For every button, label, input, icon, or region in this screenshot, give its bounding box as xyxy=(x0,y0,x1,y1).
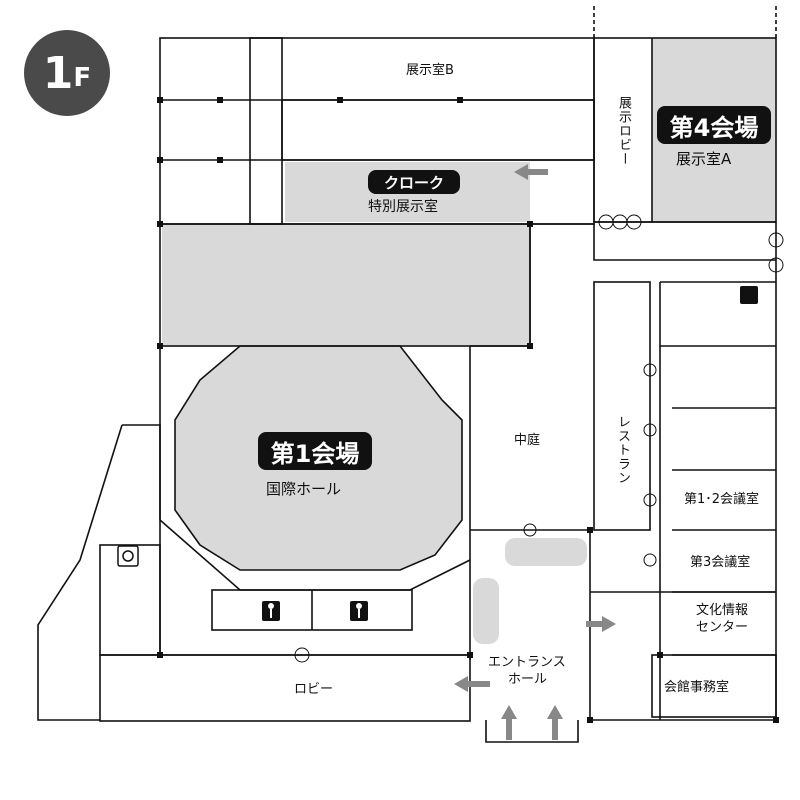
exhibit-lobby-label: 展示ロビー xyxy=(616,96,631,166)
hall4-subtitle: 展示室A xyxy=(676,150,732,168)
arrow-icon xyxy=(547,705,563,740)
hall4-title: 第4会場 xyxy=(657,106,771,144)
direction-arrows xyxy=(454,164,616,740)
conference-room-1-2-label: 第1･2会議室 xyxy=(684,492,760,507)
culture-info-center-label-line1: 文化情報 xyxy=(696,603,749,618)
walls xyxy=(37,6,777,743)
columns xyxy=(157,97,779,723)
lobby-label: ロビー xyxy=(294,682,334,697)
culture-info-center-label-line2: センター xyxy=(696,620,749,635)
floor-badge: 1 F xyxy=(24,30,110,116)
cloak-label: クローク xyxy=(368,170,460,194)
exhibit-room-b-label: 展示室B xyxy=(406,63,454,78)
courtyard-label: 中庭 xyxy=(514,433,541,448)
doors xyxy=(294,214,784,663)
arrow-icon xyxy=(586,616,616,632)
conference-room-3-label: 第3会議室 xyxy=(690,555,751,570)
hall1-upper-area xyxy=(162,224,530,346)
hall1-subtitle: 国際ホール xyxy=(266,480,342,498)
entrance-hall-label-line2: ホール xyxy=(508,672,548,687)
office-label: 会館事務室 xyxy=(664,680,730,695)
arrow-icon xyxy=(501,705,517,740)
arrow-icon xyxy=(514,164,548,180)
restaurant-label: レストラン xyxy=(615,415,630,485)
arrow-icon xyxy=(454,676,490,692)
entrance-hall-label-line1: エントランス xyxy=(488,655,566,670)
accessible-restroom-icon xyxy=(117,545,139,567)
floor-suffix: F xyxy=(73,63,92,93)
floor-number: 1 xyxy=(42,47,74,99)
entrance-seating-left xyxy=(473,578,499,644)
elevator-icon xyxy=(740,286,758,304)
special-exhibit-room-label: 特別展示室 xyxy=(368,199,438,215)
entrance-seating-top xyxy=(505,538,587,566)
hall1-title: 第1会場 xyxy=(258,432,372,470)
